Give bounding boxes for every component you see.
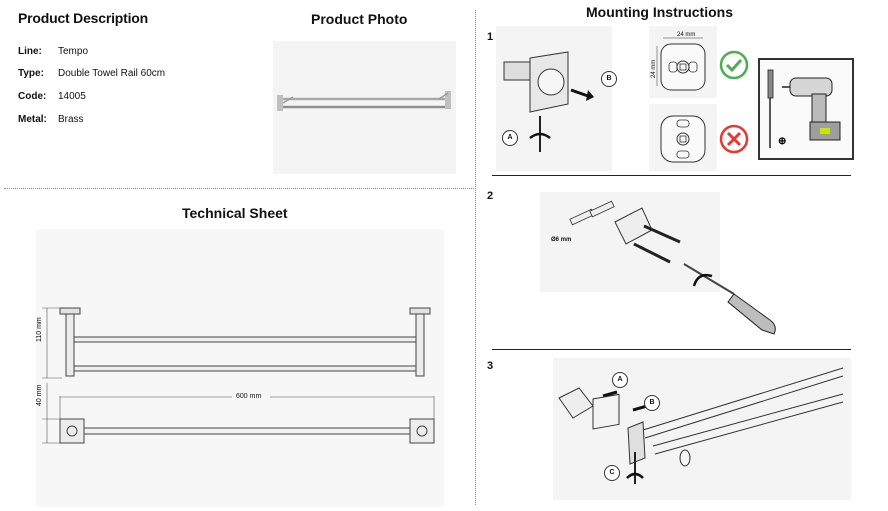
step1-removal-illustration (496, 26, 612, 171)
spec-value: Tempo (58, 46, 89, 57)
spec-row-code: Code: 14005 (18, 91, 86, 102)
marker-a: A (612, 372, 628, 388)
towel-rail-photo-image (277, 91, 451, 111)
screwdriver-illustration (683, 263, 776, 335)
product-description-heading: Product Description (18, 10, 148, 26)
dimension-label-side: 24 mm (651, 59, 657, 78)
product-photo-heading: Product Photo (311, 11, 408, 27)
spec-key: Metal: (18, 114, 47, 125)
check-icon (719, 50, 749, 80)
section-divider (4, 188, 476, 189)
spec-value: Brass (58, 114, 84, 125)
spec-row-metal: Metal: Brass (18, 114, 84, 125)
product-photo (273, 41, 456, 174)
mounting-instructions-heading: Mounting Instructions (586, 4, 733, 20)
dimension-label-top: 24 mm (677, 32, 696, 38)
svg-text:⊕: ⊕ (778, 136, 786, 147)
cross-icon (719, 124, 749, 154)
marker-c: C (604, 465, 620, 481)
step1-wrong-orientation (649, 104, 717, 171)
step1-correct-orientation (649, 26, 717, 98)
tools-illustration: ⊕ (758, 58, 854, 160)
technical-sheet-heading: Technical Sheet (182, 205, 288, 221)
spec-key: Code: (18, 91, 47, 102)
spec-value: Double Towel Rail 60cm (58, 68, 166, 79)
height-dimension-label: 110 mm (36, 317, 43, 342)
step-number: 3 (487, 360, 494, 372)
marker-a: A (502, 130, 518, 146)
depth-dimension-label: 40 mm (36, 384, 43, 406)
spec-value: 14005 (58, 91, 86, 102)
marker-b: B (644, 395, 660, 411)
dowel-size-label: Ø6 mm (551, 237, 572, 243)
step-number: 2 (487, 190, 494, 202)
column-divider (475, 10, 476, 505)
step-number: 1 (487, 31, 494, 43)
spec-key: Line: (18, 46, 42, 57)
step3-assembly-illustration (553, 358, 851, 500)
spec-row-line: Line: Tempo (18, 46, 88, 57)
step-separator (492, 175, 851, 176)
spec-key: Type: (18, 68, 44, 79)
step2-anchors-illustration (540, 192, 720, 292)
marker-b: B (601, 71, 617, 87)
width-dimension-label: 600 mm (236, 393, 262, 400)
step-separator (492, 349, 851, 350)
spec-row-type: Type: Double Towel Rail 60cm (18, 68, 165, 79)
